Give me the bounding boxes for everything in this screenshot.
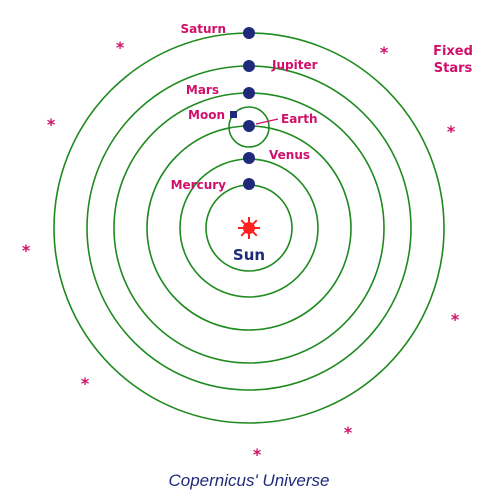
- label-mercury: Mercury: [171, 178, 227, 192]
- planet-earth: [243, 120, 255, 132]
- sun-core: [243, 222, 255, 234]
- sun-ray: [251, 230, 258, 237]
- star: *: [47, 115, 56, 134]
- planet-labels: Mercury Venus Earth Moon Mars Jupiter Sa…: [171, 22, 318, 192]
- sun: [238, 217, 260, 239]
- sun-ray: [240, 230, 247, 237]
- label-saturn: Saturn: [181, 22, 226, 36]
- star: *: [451, 310, 460, 329]
- earth-pointer: [255, 118, 279, 125]
- star: *: [380, 43, 389, 62]
- star: *: [344, 423, 353, 442]
- planet-mercury: [243, 178, 255, 190]
- sun-ray: [251, 219, 258, 226]
- sun-ray: [240, 219, 247, 226]
- star: *: [253, 445, 262, 464]
- star: *: [447, 122, 456, 141]
- planet-mars: [243, 87, 255, 99]
- planet-saturn: [243, 27, 255, 39]
- planet-moon: [230, 111, 237, 118]
- label-moon: Moon: [188, 108, 225, 122]
- fixed-stars-label-line1: Fixed: [433, 44, 473, 59]
- label-jupiter: Jupiter: [271, 58, 318, 72]
- label-earth: Earth: [281, 112, 318, 126]
- sun-label: Sun: [233, 246, 265, 264]
- star: *: [81, 374, 90, 393]
- fixed-stars: * * * * * * * * *: [22, 38, 460, 464]
- diagram-caption: Copernicus' Universe: [168, 471, 329, 490]
- planet-venus: [243, 152, 255, 164]
- planets: [230, 27, 255, 190]
- label-venus: Venus: [269, 148, 310, 162]
- orbit-moon: [228, 106, 270, 148]
- label-mars: Mars: [186, 83, 219, 97]
- star: *: [116, 38, 125, 57]
- fixed-stars-label-line2: Stars: [434, 61, 473, 76]
- planet-jupiter: [243, 60, 255, 72]
- star: *: [22, 241, 31, 260]
